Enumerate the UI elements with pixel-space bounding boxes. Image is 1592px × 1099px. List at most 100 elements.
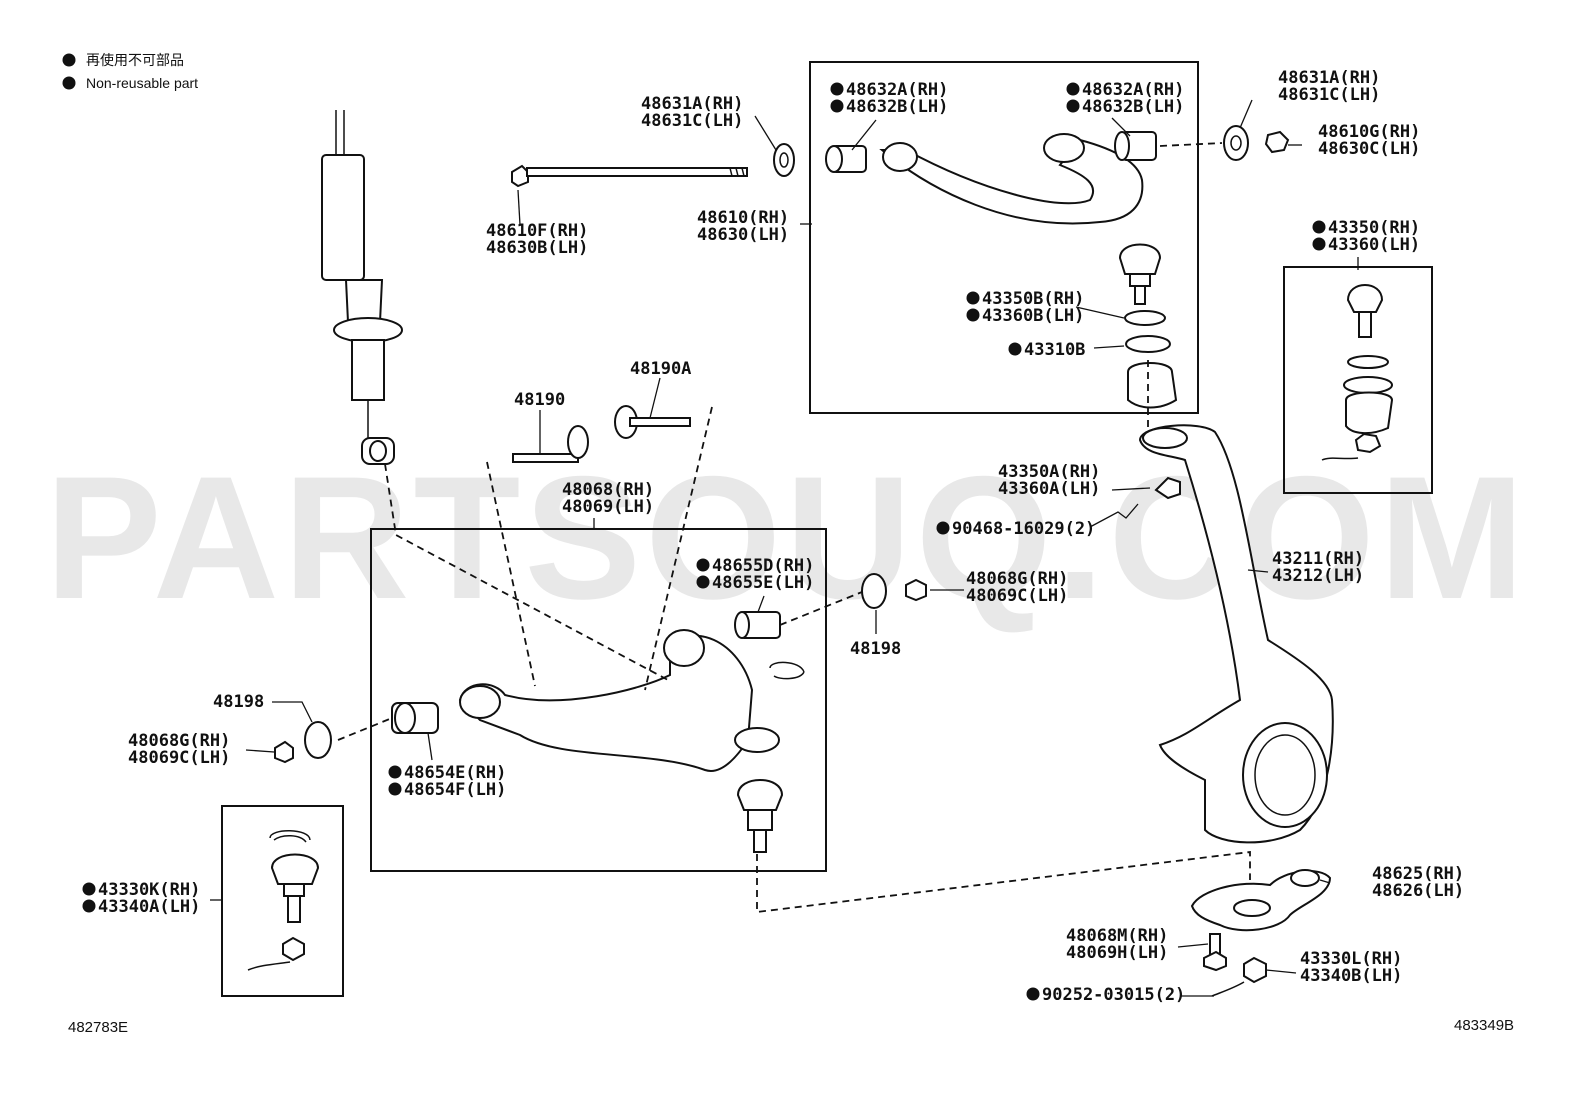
assembly-line-lower — [756, 850, 1251, 914]
non-reusable-dot-icon — [696, 575, 710, 589]
part-label-p48068G-left[interactable]: 48068G(RH)48069C(LH) — [128, 731, 230, 768]
part-label-p48198-mid[interactable]: 48198 — [850, 639, 901, 659]
non-reusable-dot-icon — [1066, 99, 1080, 113]
part-label-p48068-arm[interactable]: 48068(RH)48069(LH) — [562, 480, 654, 517]
part-number-text: 48631A(RH) — [1278, 68, 1380, 88]
part-number-text: 48654F(LH) — [404, 780, 506, 800]
part-number-text: 48632B(LH) — [1082, 97, 1184, 117]
assembly-line-shock — [384, 463, 669, 681]
part-label-p48632-right[interactable]: 48632A(RH)48632B(LH) — [1066, 80, 1185, 117]
part-number-text: 43360A(LH) — [998, 479, 1100, 499]
part-number-text: 48198 — [213, 692, 264, 712]
non-reusable-dot-icon — [1066, 82, 1080, 96]
part-number-text: 48630B(LH) — [486, 238, 588, 258]
part-label-p48190[interactable]: 48190 — [514, 390, 565, 410]
non-reusable-dot-icon — [696, 558, 710, 572]
part-number-text: 48631C(LH) — [641, 111, 743, 131]
part-label-p48631A-top-mid[interactable]: 48631A(RH)48631C(LH) — [641, 94, 743, 131]
lower-ball-joint-set — [247, 830, 320, 971]
part-number-text: 43330L(RH) — [1300, 949, 1402, 969]
part-number-text: 43340B(LH) — [1300, 966, 1402, 986]
knuckle-arm — [1190, 869, 1332, 997]
part-label-p43330L[interactable]: 43330L(RH)43340B(LH) — [1300, 949, 1402, 986]
lower-arm-box — [370, 528, 827, 872]
part-number-text: 48068G(RH) — [128, 731, 230, 751]
diagram-code-left: 482783E — [68, 1019, 128, 1036]
part-number-text: 43330K(RH) — [98, 880, 200, 900]
upper-arm-box — [809, 61, 1199, 414]
leader-lines — [210, 99, 1359, 997]
part-number-text: 48068G(RH) — [966, 569, 1068, 589]
legend-dot-icon — [62, 53, 76, 67]
part-number-text: 48190 — [514, 390, 565, 410]
part-number-text: 48610G(RH) — [1318, 122, 1420, 142]
part-number-text: 90468-16029(2) — [952, 519, 1095, 539]
part-label-p48632-left[interactable]: 48632A(RH)48632B(LH) — [830, 80, 949, 117]
shock-absorber — [321, 110, 403, 465]
part-number-text: 48631A(RH) — [641, 94, 743, 114]
part-number-text: 48069H(LH) — [1066, 943, 1168, 963]
part-label-p43350-box[interactable]: 43350(RH)43360(LH) — [1312, 218, 1421, 255]
upper-long-bolt — [511, 143, 795, 188]
part-number-text: 43360B(LH) — [982, 306, 1084, 326]
part-number-text: 48068(RH) — [562, 480, 654, 500]
part-number-text: 48069(LH) — [562, 497, 654, 517]
part-label-p43211[interactable]: 43211(RH)43212(LH) — [1272, 549, 1364, 586]
part-number-text: 48626(LH) — [1372, 881, 1464, 901]
part-label-p48068G-mid[interactable]: 48068G(RH)48069C(LH) — [966, 569, 1068, 606]
part-label-p48625[interactable]: 48625(RH)48626(LH) — [1372, 864, 1464, 901]
part-label-p48631A-right[interactable]: 48631A(RH)48631C(LH) — [1278, 68, 1380, 105]
part-label-p48610[interactable]: 48610(RH)48630(LH) — [697, 208, 789, 245]
non-reusable-dot-icon — [966, 308, 980, 322]
washers-and-nuts — [274, 573, 927, 764]
watermark: PARTSOUQ.COM — [45, 441, 1529, 636]
part-label-p43330K[interactable]: 43330K(RH)43340A(LH) — [82, 880, 201, 917]
part-label-p90468[interactable]: 90468-16029(2) — [936, 519, 1096, 539]
part-number-text: 48198 — [850, 639, 901, 659]
non-reusable-dot-icon — [82, 899, 96, 913]
part-number-text: 48630C(LH) — [1318, 139, 1420, 159]
part-number-text: 48068M(RH) — [1066, 926, 1168, 946]
part-label-p43310B[interactable]: 43310B — [1008, 340, 1086, 360]
part-labels: 48631A(RH)48631C(LH)48610F(RH)48630B(LH)… — [82, 68, 1464, 1005]
part-label-p48190A[interactable]: 48190A — [630, 359, 691, 379]
non-reusable-dot-icon — [388, 765, 402, 779]
part-number-text: 48632B(LH) — [846, 97, 948, 117]
upper-ball-joint-set — [1321, 284, 1394, 461]
lower-control-arm — [391, 611, 805, 853]
steering-knuckle — [1138, 424, 1334, 844]
part-number-text: 43350A(RH) — [998, 462, 1100, 482]
part-number-text: 43350B(RH) — [982, 289, 1084, 309]
non-reusable-dot-icon — [966, 291, 980, 305]
cam-bolts — [486, 405, 713, 691]
part-number-text: 48632A(RH) — [1082, 80, 1184, 100]
part-number-text: 43310B — [1024, 340, 1085, 360]
part-number-text: 43350(RH) — [1328, 218, 1420, 238]
part-number-text: 90252-03015(2) — [1042, 985, 1185, 1005]
part-number-text: 48655E(LH) — [712, 573, 814, 593]
part-number-text: 48631C(LH) — [1278, 85, 1380, 105]
legend-jp: 再使用不可部品 — [86, 52, 184, 68]
part-number-text: 48655D(RH) — [712, 556, 814, 576]
part-label-p43350B[interactable]: 43350B(RH)43360B(LH) — [966, 289, 1085, 326]
non-reusable-dot-icon — [830, 82, 844, 96]
part-label-p48654[interactable]: 48654E(RH)48654F(LH) — [388, 763, 507, 800]
non-reusable-dot-icon — [1312, 237, 1326, 251]
part-number-text: 43212(LH) — [1272, 566, 1364, 586]
part-label-p43350A[interactable]: 43350A(RH)43360A(LH) — [998, 462, 1100, 499]
part-number-text: 48190A — [630, 359, 691, 379]
diagram-code-right: 483349B — [1454, 1017, 1514, 1034]
part-label-p48655[interactable]: 48655D(RH)48655E(LH) — [696, 556, 815, 593]
part-label-p48610G[interactable]: 48610G(RH)48630C(LH) — [1318, 122, 1420, 159]
part-label-p48198-left[interactable]: 48198 — [213, 692, 264, 712]
non-reusable-dot-icon — [1026, 987, 1040, 1001]
part-label-p48068M[interactable]: 48068M(RH)48069H(LH) — [1066, 926, 1168, 963]
part-label-p90252[interactable]: 90252-03015(2) — [1026, 985, 1186, 1005]
part-number-text: 43211(RH) — [1272, 549, 1364, 569]
part-number-text: 48069C(LH) — [128, 748, 230, 768]
part-number-text: 48630(LH) — [697, 225, 789, 245]
part-label-p48610F[interactable]: 48610F(RH)48630B(LH) — [486, 221, 588, 258]
upper-ball-joint — [1118, 243, 1178, 409]
legend-en: Non-reusable part — [86, 75, 198, 91]
